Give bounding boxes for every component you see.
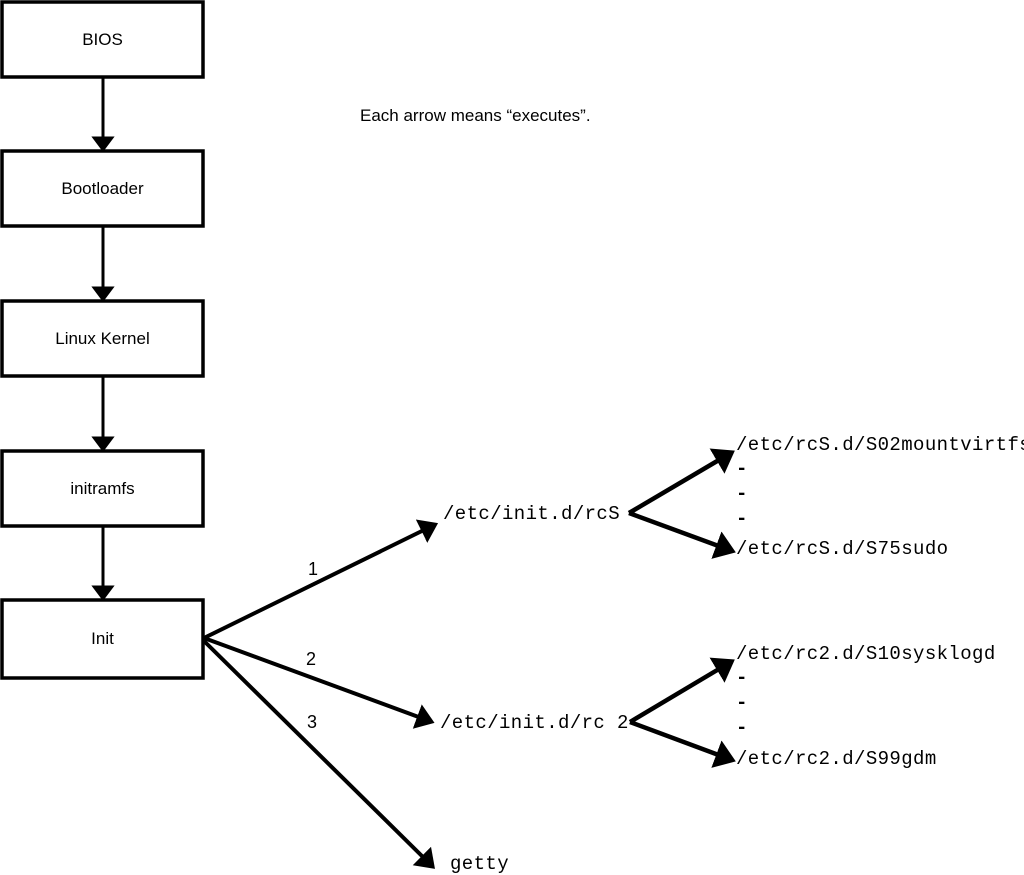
label-rcs-first-script[interactable]: /etc/rcS.d/S02mountvirtfs xyxy=(736,434,1024,456)
node-init[interactable]: Init xyxy=(0,598,205,680)
rcs-ellipsis-dash-3: - xyxy=(736,508,747,530)
node-linux-kernel[interactable]: Linux Kernel xyxy=(0,299,205,378)
arrow-init-to-rcs xyxy=(203,519,439,640)
label-rc2-last-script[interactable]: /etc/rc2.d/S99gdm xyxy=(736,748,937,770)
node-bios[interactable]: BIOS xyxy=(0,0,205,79)
node-linux-kernel-label: Linux Kernel xyxy=(55,329,150,348)
node-bios-rect xyxy=(0,0,205,79)
rcs-script-labels: /etc/rcS.d/S02mountvirtfs - - - /etc/rcS… xyxy=(736,434,1024,560)
edge-number-3: 3 xyxy=(307,712,317,732)
label-rcs-last-script[interactable]: /etc/rcS.d/S75sudo xyxy=(736,538,948,560)
arrow-rcs-to-s02mountvirtfs xyxy=(627,448,735,515)
arrow-rc2-to-s10sysklogd xyxy=(628,657,735,724)
rc2-ellipsis-dash-3: - xyxy=(736,717,747,739)
rcs-ellipsis-dash-2: - xyxy=(736,483,747,505)
node-initramfs[interactable]: initramfs xyxy=(0,449,205,528)
node-bootloader-label: Bootloader xyxy=(61,179,144,198)
node-init-rect xyxy=(0,598,205,680)
node-initramfs-label: initramfs xyxy=(70,479,134,498)
label-etc-init-d-rc-2[interactable]: /etc/init.d/rc 2 xyxy=(440,712,629,734)
arrow-init-to-rc2 xyxy=(203,636,435,729)
label-getty[interactable]: getty xyxy=(450,853,509,875)
node-bios-label: BIOS xyxy=(82,30,123,49)
rc2-ellipsis-dash-1: - xyxy=(736,667,747,689)
arrow-rc2-to-s99gdm xyxy=(629,719,736,768)
rcs-ellipsis-dash-1: - xyxy=(736,458,747,480)
rc2-fork-arrows xyxy=(628,657,736,768)
node-init-label: Init xyxy=(91,629,114,648)
edge-number-1: 1 xyxy=(308,559,318,579)
boot-chain-group: BIOS Bootloader Linux Kernel initramfs I… xyxy=(0,0,205,680)
label-etc-init-d-rcs[interactable]: /etc/init.d/rcS xyxy=(443,503,620,525)
rc2-ellipsis-dash-2: - xyxy=(736,692,747,714)
label-rc2-first-script[interactable]: /etc/rc2.d/S10sysklogd xyxy=(736,643,996,665)
node-linux-kernel-rect xyxy=(0,299,205,378)
rcs-fork-arrows xyxy=(627,448,736,559)
edge-number-2: 2 xyxy=(306,649,316,669)
rc2-script-labels: /etc/rc2.d/S10sysklogd - - - /etc/rc2.d/… xyxy=(736,643,996,770)
diagram-caption: Each arrow means “executes”. xyxy=(360,106,591,125)
arrow-rcs-to-s75sudo xyxy=(628,510,736,559)
init-branch-numbers: 1 2 3 xyxy=(306,559,318,732)
init-fanout-arrows xyxy=(202,519,439,869)
node-bootloader[interactable]: Bootloader xyxy=(0,149,205,228)
arrow-init-to-getty xyxy=(202,639,435,869)
script-target-labels: /etc/init.d/rcS /etc/init.d/rc 2 getty xyxy=(440,503,629,875)
